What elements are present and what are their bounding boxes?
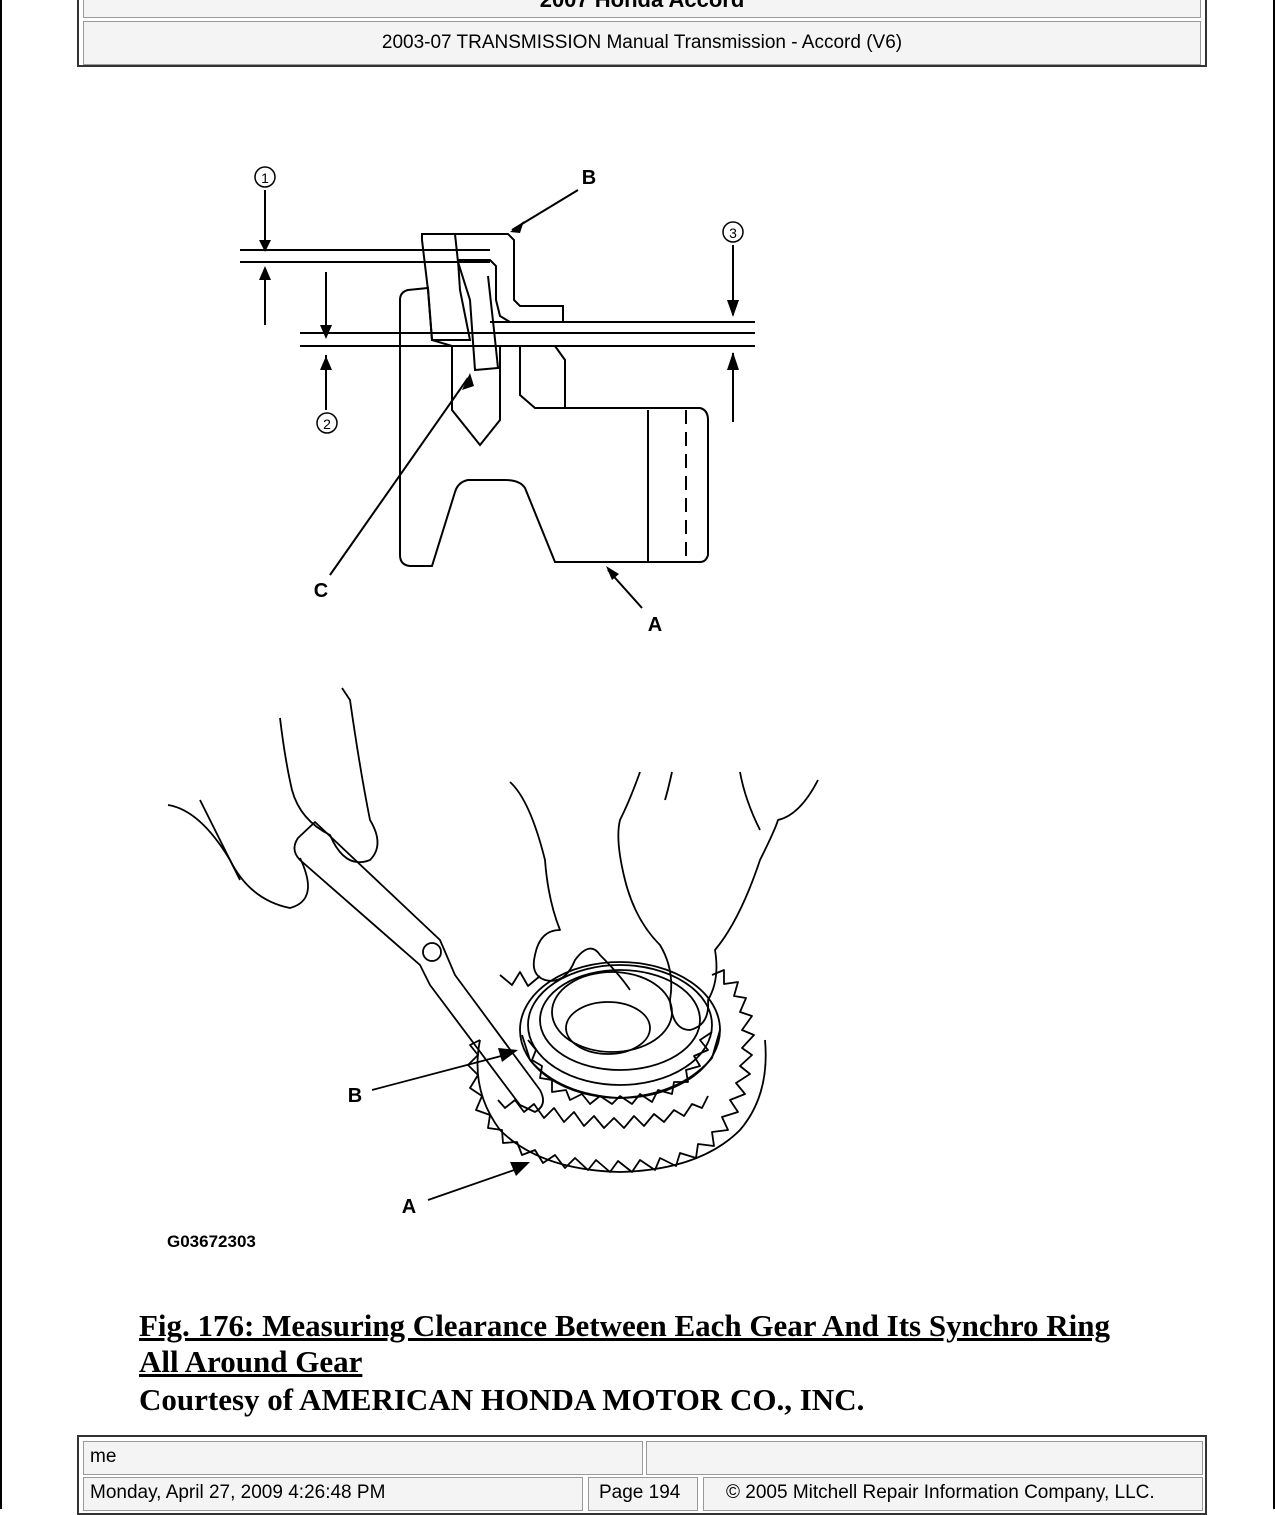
footer-user: me <box>83 1441 643 1475</box>
footer-copyright: © 2005 Mitchell Repair Information Compa… <box>703 1477 1203 1511</box>
page-header: 2007 Honda Accord 2003-07 TRANSMISSION M… <box>77 0 1207 67</box>
footer-datetime: Monday, April 27, 2009 4:26:48 PM <box>83 1477 583 1511</box>
callout-b-lower: B <box>348 1085 362 1107</box>
synchro-clearance-diagram: 1 2 3 B C A <box>240 166 755 636</box>
callout-a: A <box>648 614 662 636</box>
callout-2: 2 <box>323 416 331 432</box>
figure-caption: Fig. 176: Measuring Clearance Between Ea… <box>139 1308 1219 1418</box>
callout-a-lower: A <box>402 1196 416 1218</box>
figure-courtesy: Courtesy of AMERICAN HONDA MOTOR CO., IN… <box>139 1382 865 1417</box>
image-code: G03672303 <box>167 1232 256 1251</box>
figure-title-line1: Fig. 176: Measuring Clearance Between Ea… <box>139 1308 1111 1343</box>
page-footer: me Monday, April 27, 2009 4:26:48 PM Pag… <box>77 1435 1207 1515</box>
callout-1: 1 <box>261 170 269 186</box>
page-border-left <box>0 0 2 1509</box>
callout-3: 3 <box>729 225 737 241</box>
footer-blank-cell <box>646 1441 1203 1475</box>
figure-title-line2: All Around Gear <box>139 1344 363 1379</box>
document-subtitle: 2003-07 TRANSMISSION Manual Transmission… <box>83 21 1201 65</box>
feeler-gauge-illustration: B A G03672303 <box>167 687 819 1251</box>
footer-page-number: Page 194 <box>588 1477 698 1511</box>
document-title: 2007 Honda Accord <box>83 0 1201 18</box>
page-border-right <box>1273 0 1275 1509</box>
callout-b: B <box>582 167 596 189</box>
callout-c: C <box>314 580 328 602</box>
